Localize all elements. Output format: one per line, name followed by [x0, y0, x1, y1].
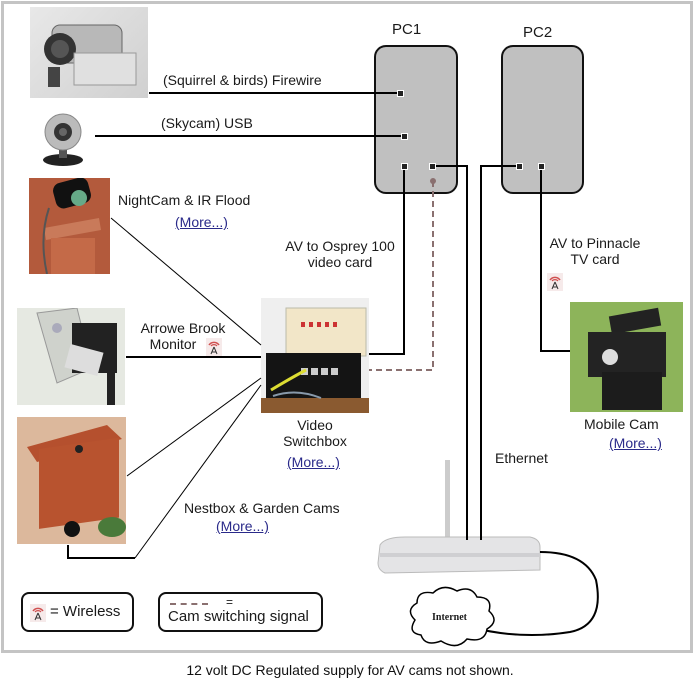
osprey-label: AV to Osprey 100 video card [270, 238, 410, 270]
switchbox-label-line2: Switchbox [283, 433, 347, 449]
camcorder-photo [30, 7, 148, 98]
nightcam-label: NightCam & IR Flood [118, 192, 251, 208]
legend-wireless: = Wireless [21, 592, 134, 632]
arrowe-label: Arrowe Brook Monitor [128, 320, 238, 352]
legend-dashed-line-icon [170, 603, 208, 605]
nestbox-photo [17, 417, 126, 544]
webcam-icon [43, 113, 83, 166]
mobilecam-label: Mobile Cam [584, 416, 659, 432]
pinnacle-label-line1: AV to Pinnacle [549, 235, 641, 251]
internet-cloud [409, 586, 495, 647]
router-photo [375, 455, 545, 580]
pinnacle-wireless-icon [547, 273, 563, 291]
firewire-label: (Squirrel & birds) Firewire [163, 72, 322, 88]
router-icon [377, 460, 541, 574]
camcorder-icon [44, 24, 137, 87]
switchbox-icon [261, 298, 369, 413]
pc2-box [501, 45, 584, 194]
router-internet-cable [469, 551, 599, 637]
osprey-label-line1: AV to Osprey 100 [285, 238, 395, 254]
signal-port-dot [430, 178, 436, 184]
pc1-firewire-port [397, 90, 404, 97]
nestbox-cable-1 [126, 377, 262, 477]
switchbox-more-link[interactable]: (More...) [287, 454, 340, 470]
osprey-label-line2: video card [307, 254, 373, 270]
pc1-ethernet-port [429, 163, 436, 170]
arrowe-brook-photo [17, 308, 125, 405]
nestbox-label: Nestbox & Garden Cams [184, 500, 340, 516]
pinnacle-av-cable [540, 166, 570, 352]
pc1-usb-port [401, 133, 408, 140]
pc2-ethernet-cable [480, 165, 519, 540]
pinnacle-label-line2: TV card [570, 251, 620, 267]
cam-switching-signal-line [369, 181, 434, 371]
legend-switching-equals: = [226, 595, 234, 609]
diagram-frame [1, 1, 693, 653]
legend-wireless-label: = Wireless [50, 603, 121, 620]
nightcam-icon [29, 178, 110, 274]
arrowe-label-line2: Monitor [149, 336, 197, 352]
pc1-av-port [401, 163, 408, 170]
pc1-ethernet-cable [432, 165, 468, 540]
mobilecam-more-link[interactable]: (More...) [609, 435, 662, 451]
pc1-box [374, 45, 458, 194]
legend-switching: = Cam switching signal [158, 592, 323, 632]
pc2-label: PC2 [523, 24, 553, 41]
nightcam-more-link[interactable]: (More...) [175, 214, 228, 230]
nightcam-cable [110, 217, 262, 346]
nestbox-bracket [67, 545, 135, 559]
arrowe-camera-icon [17, 308, 125, 405]
switchbox-label-line1: Video [297, 417, 333, 433]
switchbox-label: Video Switchbox [270, 417, 360, 449]
webcam-photo [37, 108, 89, 168]
osprey-av-cable [369, 166, 405, 355]
switchbox-photo [261, 298, 369, 413]
nestbox-icon [17, 417, 126, 544]
nightcam-photo [29, 178, 110, 274]
pinnacle-label: AV to Pinnacle TV card [540, 235, 650, 267]
internet-label: Internet [432, 612, 467, 623]
arrowe-label-line1: Arrowe Brook [140, 320, 226, 336]
mobilecam-photo [570, 302, 683, 412]
footer-note: 12 volt DC Regulated supply for AV cams … [186, 662, 514, 678]
nestbox-cable-2 [134, 384, 262, 559]
mobilecam-icon [570, 302, 683, 412]
pc1-label: PC1 [392, 21, 422, 38]
ethernet-label: Ethernet [495, 450, 548, 466]
pc2-av-port [538, 163, 545, 170]
usb-label: (Skycam) USB [161, 115, 253, 131]
nestbox-more-link[interactable]: (More...) [216, 518, 269, 534]
legend-switching-label: Cam switching signal [168, 608, 309, 625]
legend-wireless-icon [30, 604, 46, 622]
pc2-ethernet-port [516, 163, 523, 170]
arrowe-wireless-icon [206, 338, 222, 356]
